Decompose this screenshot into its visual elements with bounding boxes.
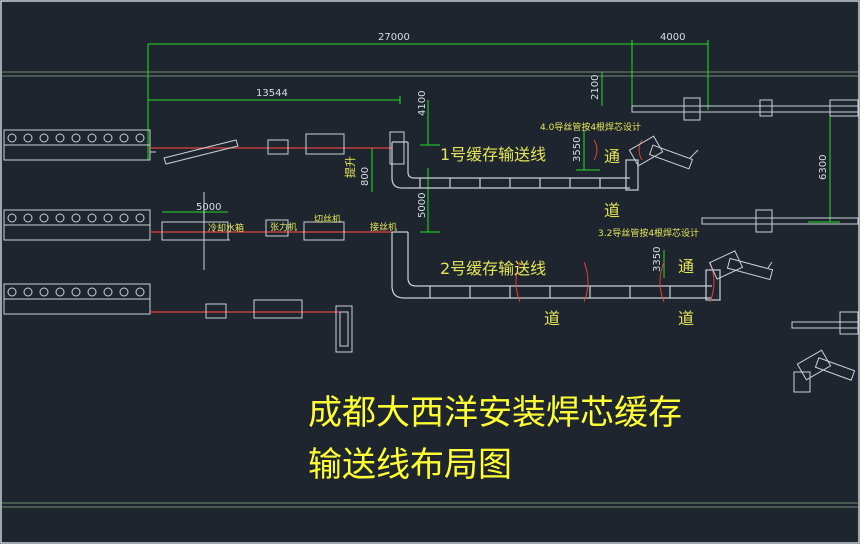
dim-total-length: 27000 [378,32,410,43]
label-cooling-tank: 冷却水箱 [208,222,244,234]
dim-vert-3550: 3550 [572,137,583,162]
label-receiver: 接丝机 [370,221,397,233]
production-line-row-3 [3,283,151,315]
buffer-conveyor-2 [391,231,721,301]
title-line-2: 输送线布局图 [308,445,512,485]
aisle-label-bottom-1: 道 [604,201,620,220]
welder-top [628,135,699,170]
title-line-1: 成都大西洋安装焊芯缓存 [308,393,682,433]
buffer-conveyor-1 [391,141,639,191]
dim-vert-5000: 5000 [417,193,428,218]
aisle-markings [515,139,715,303]
dim-vert-3350: 3350 [652,247,663,272]
right-rails [631,97,859,335]
building-boundary [2,71,858,508]
label-design-top: 4.0导丝管按4根焊芯设计 [540,121,641,133]
dim-right-length: 4000 [660,32,685,43]
dimension-lines [147,40,840,278]
aisle-label-top-1: 通 [604,147,620,166]
dim-vert-6300: 6300 [818,155,829,180]
welder-bottom [793,349,856,393]
aisle-label-top-2: 通 [678,257,694,276]
row-3-equipment [205,299,353,353]
aisle-label-bottom-2: 道 [544,309,560,328]
dim-vert-4100: 4100 [417,91,428,116]
row-2-equipment [161,192,345,270]
label-cutter: 切丝机 [314,213,341,225]
label-line-1: 1号缓存输送线 [440,145,546,164]
label-design-mid: 3.2导丝管按4根焊芯设计 [598,227,699,239]
label-lift: 提升 [344,156,357,178]
dim-vert-800: 800 [360,167,371,186]
label-tension: 张力机 [270,221,297,233]
dim-vert-2100: 2100 [590,75,601,100]
label-line-2: 2号缓存输送线 [440,259,546,278]
aisle-label-bottom-3: 道 [678,309,694,328]
wire-paths [150,147,392,313]
dim-short-span: 5000 [196,202,221,213]
dim-mid-length: 13544 [256,88,288,99]
row-1-equipment [163,131,405,165]
welder-mid [708,250,774,281]
production-line-row-2 [3,209,151,241]
production-line-row-1 [3,129,156,161]
